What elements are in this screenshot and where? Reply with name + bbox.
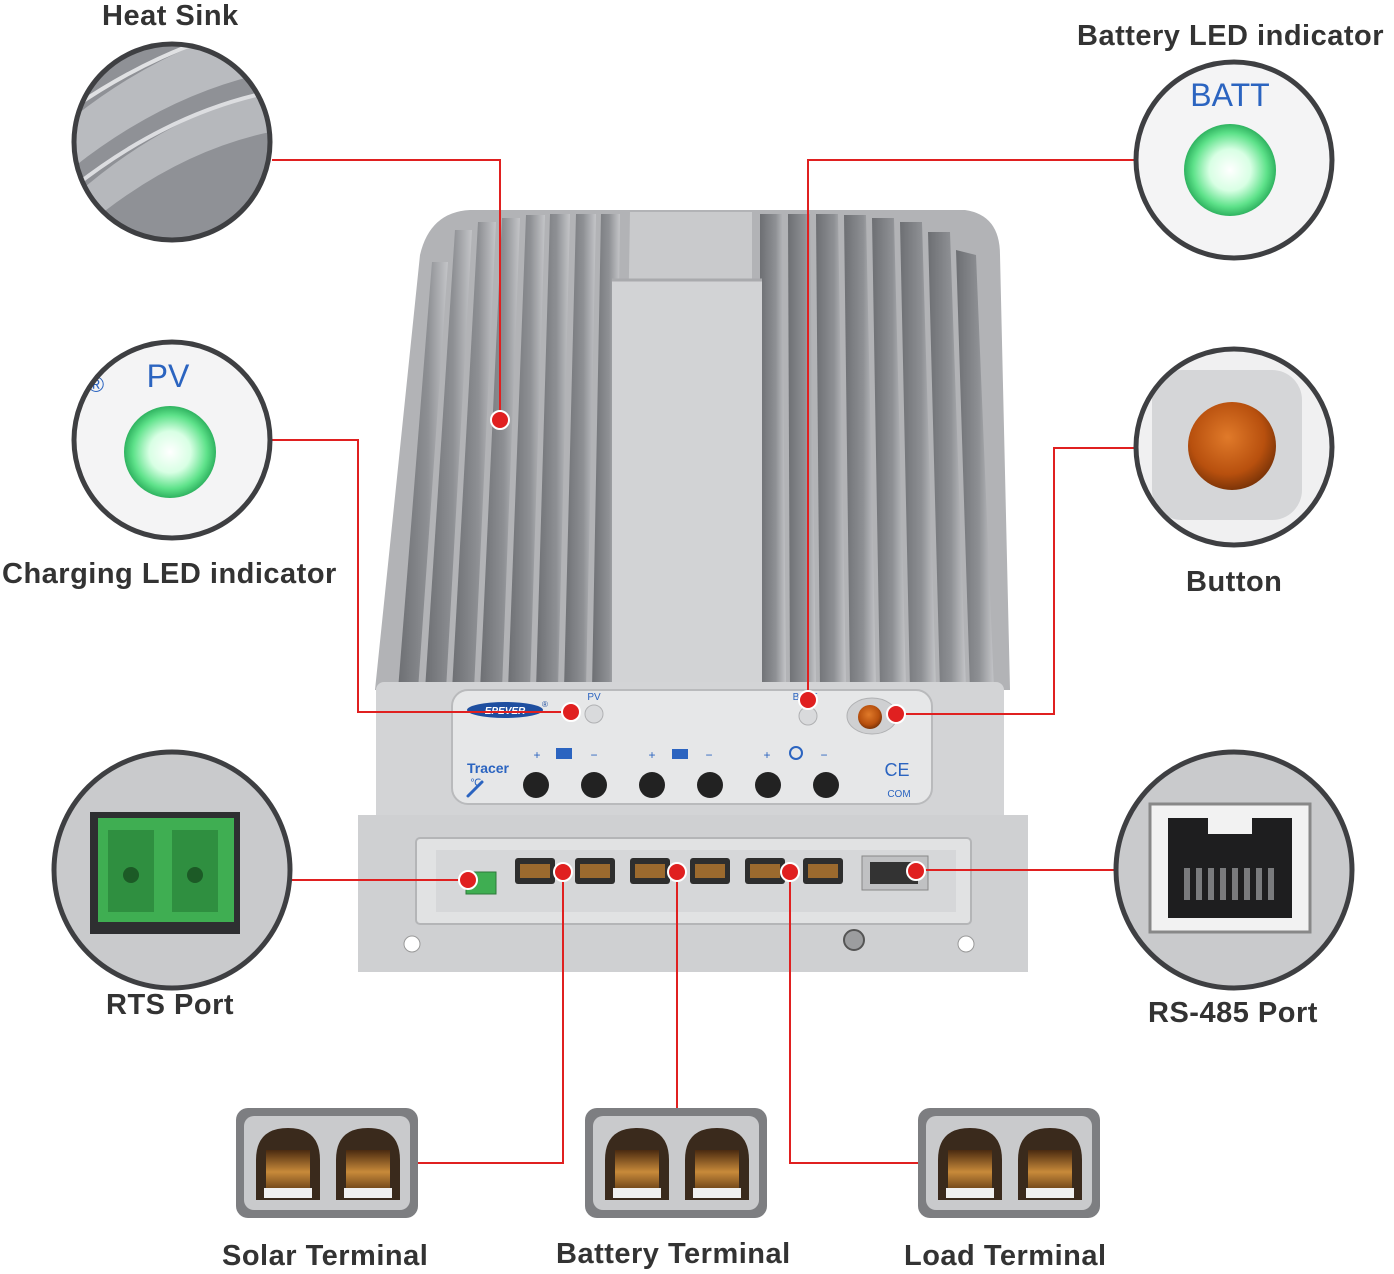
pv-led-large bbox=[124, 406, 216, 498]
label-heat-sink: Heat Sink bbox=[102, 0, 239, 32]
solar-terminal-closeup bbox=[236, 1108, 418, 1218]
rts-port-zoom bbox=[51, 749, 293, 991]
bulb-icon bbox=[789, 746, 803, 760]
svg-text:−: − bbox=[705, 748, 712, 762]
model-text: Tracer bbox=[467, 760, 510, 776]
front-button[interactable] bbox=[858, 705, 882, 729]
batt-led-large bbox=[1184, 124, 1276, 216]
pv-led-small bbox=[584, 704, 604, 724]
battery-icon bbox=[672, 749, 688, 759]
label-solar-terminal: Solar Terminal bbox=[222, 1240, 429, 1272]
svg-text:+: + bbox=[648, 748, 655, 762]
solar-panel-icon bbox=[556, 748, 572, 759]
leader-lines bbox=[272, 159, 1136, 1164]
svg-text:+: + bbox=[763, 748, 770, 762]
label-rs485-port: RS-485 Port bbox=[1148, 997, 1318, 1029]
label-rts-port: RTS Port bbox=[106, 989, 235, 1021]
button-zoom bbox=[1133, 346, 1335, 548]
svg-text:+: + bbox=[533, 748, 540, 762]
charge-controller: EPEVER ® Tracer ℃ PV BATT + − + − + − bbox=[358, 210, 1028, 972]
label-button: Button bbox=[1186, 566, 1283, 598]
epever-logo bbox=[467, 702, 543, 718]
button-large bbox=[1188, 402, 1276, 490]
temp-sensor-text: ℃ bbox=[470, 778, 481, 789]
label-battery-terminal: Battery Terminal bbox=[556, 1238, 791, 1270]
heat-sink-zoom bbox=[71, 41, 273, 243]
mount-hole-right bbox=[957, 935, 975, 953]
pv-large-text: PV bbox=[147, 358, 190, 394]
svg-text:−: − bbox=[820, 748, 827, 762]
wire-terminals-small bbox=[515, 858, 843, 884]
brand-reg-mark: ® bbox=[542, 700, 548, 709]
batt-large-text: BATT bbox=[1190, 77, 1269, 113]
pv-small-text: PV bbox=[587, 692, 601, 703]
label-charging-led: Charging LED indicator bbox=[2, 558, 337, 590]
screw-holes bbox=[523, 772, 839, 798]
label-battery-led: Battery LED indicator bbox=[1077, 20, 1384, 52]
battery-led-zoom: BATT bbox=[1133, 59, 1335, 261]
ce-mark: CE bbox=[884, 760, 909, 780]
thermometer-icon bbox=[466, 780, 484, 798]
battery-terminal-closeup bbox=[585, 1108, 767, 1218]
rs485-port-zoom bbox=[1113, 749, 1355, 991]
leader-dots bbox=[458, 410, 926, 890]
label-load-terminal: Load Terminal bbox=[904, 1240, 1107, 1272]
terminal-symbols: + − + − + − bbox=[533, 746, 828, 762]
charging-led-zoom: PV ® bbox=[71, 339, 273, 541]
mount-hole-left bbox=[403, 935, 421, 953]
ground-screw bbox=[843, 929, 865, 951]
com-text: COM bbox=[887, 789, 910, 800]
load-terminal-closeup bbox=[918, 1108, 1100, 1218]
svg-text:−: − bbox=[590, 748, 597, 762]
